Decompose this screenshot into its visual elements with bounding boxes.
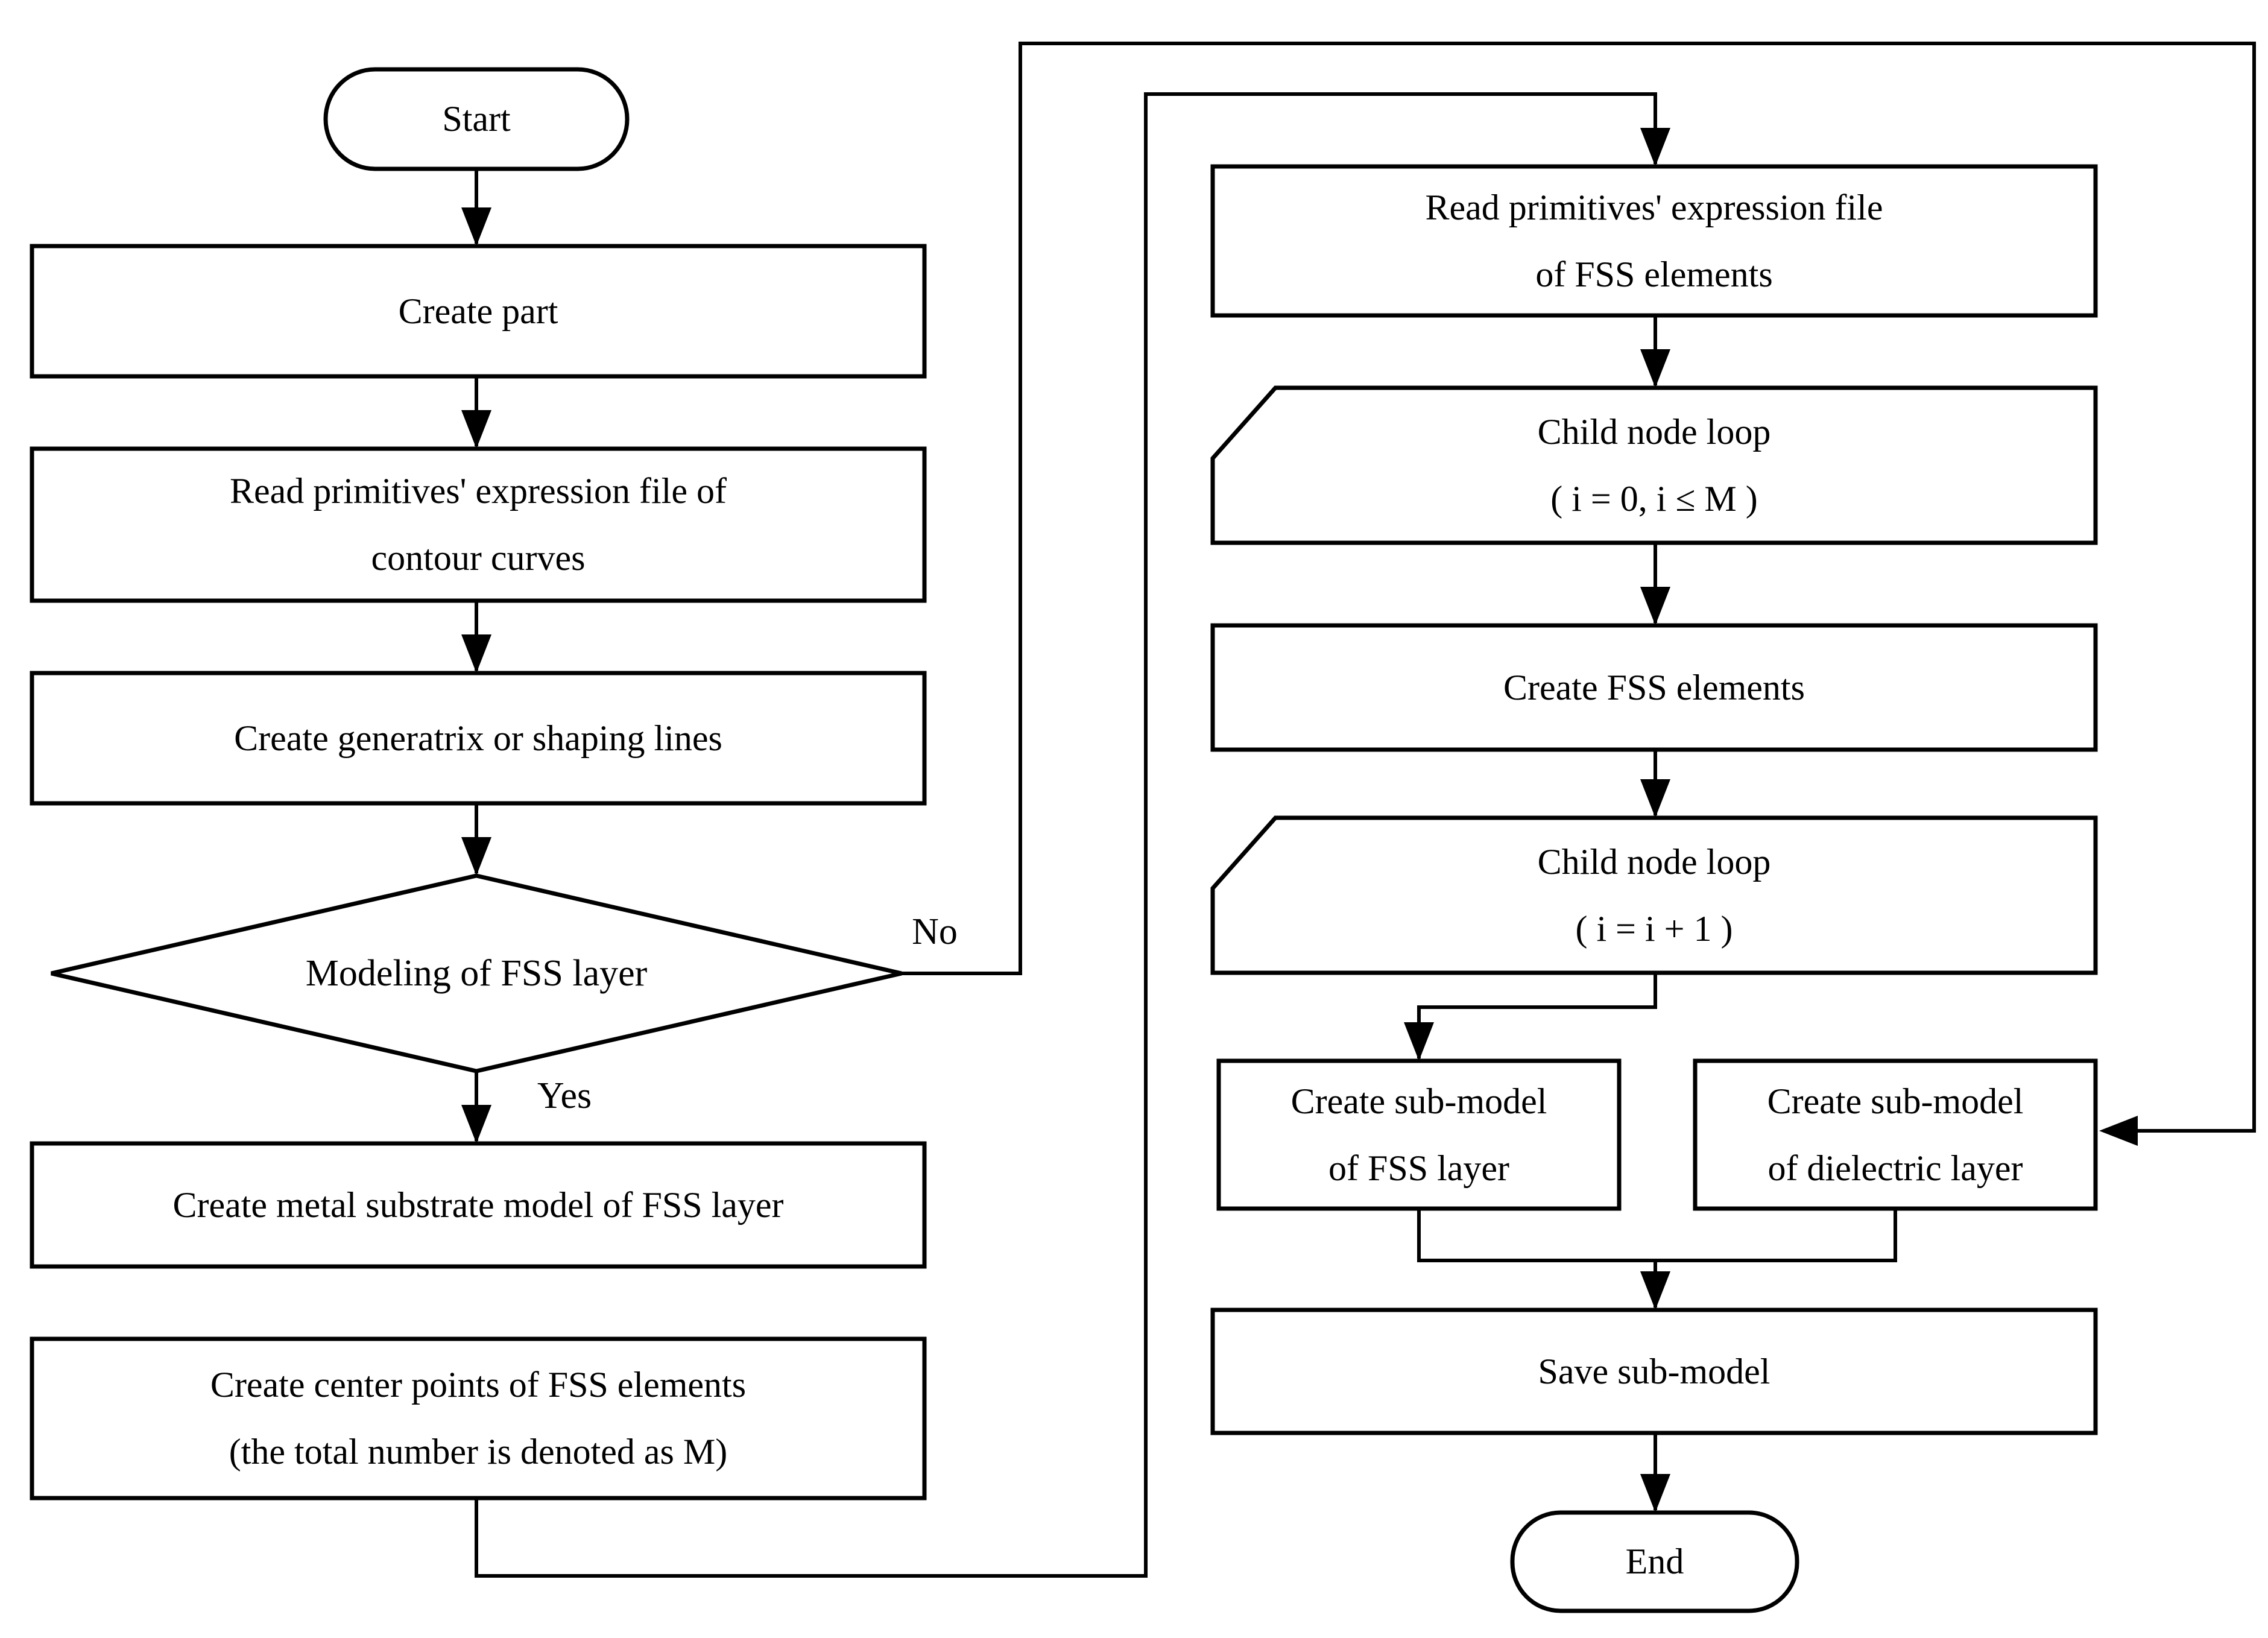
modeling-decision-label: Modeling of FSS layer: [305, 952, 648, 994]
edge-loop2-to-sub-fss: [1417, 973, 1657, 1058]
node-start-shape: [323, 67, 630, 171]
node-save-sub-model-shape: [1210, 1308, 2098, 1435]
sub-model-dielectric-label: Create sub-model of dielectric layer: [1767, 1081, 2024, 1188]
create-metal-substrate-label: Create metal substrate model of FSS laye…: [172, 1184, 784, 1225]
decision-no-label: No: [912, 911, 958, 952]
arrowhead-into-loop1: [1640, 349, 1670, 388]
save-sub-model-label: Save sub-model: [1538, 1351, 1770, 1391]
arrowhead-into-generatrix: [461, 634, 491, 673]
arrowhead-into-loop2: [1640, 779, 1670, 818]
arrowhead-into-create-fss: [1640, 587, 1670, 625]
edge-sub-dielectric-merge: [1655, 1209, 1897, 1262]
arrowhead-into-read-contour: [461, 410, 491, 449]
child-loop-2-label: Child node loop ( i = i + 1 ): [1537, 841, 1771, 949]
arrowhead-into-save: [1640, 1271, 1670, 1310]
node-create-metal-substrate-shape: [30, 1141, 927, 1269]
node-child-loop-2-shape: [1210, 815, 2098, 975]
edge-decision-no: [902, 42, 2256, 1133]
arrowhead-into-decision: [461, 837, 491, 876]
arrowhead-into-end: [1640, 1474, 1670, 1513]
edge-sub-fss-merge: [1417, 1209, 1655, 1262]
arrowhead-into-sub-dielectric: [2099, 1116, 2138, 1146]
node-end-shape: [1510, 1510, 1799, 1613]
child-loop-1-label: Child node loop ( i = 0, i ≤ M ): [1537, 411, 1771, 519]
end-label: End: [1625, 1542, 1684, 1581]
arrowhead-into-sub-fss: [1404, 1022, 1434, 1061]
flow-connectors: [475, 42, 2256, 1578]
sub-model-fss-label: Create sub-model of FSS layer: [1290, 1081, 1547, 1188]
arrowhead-into-metal-substrate: [461, 1105, 491, 1143]
arrowhead-into-read-fss: [1640, 128, 1670, 166]
create-generatrix-label: Create generatrix or shaping lines: [234, 718, 722, 758]
node-child-loop-1-shape: [1210, 385, 2098, 545]
start-label: Start: [442, 99, 511, 139]
create-part-label: Create part: [398, 291, 558, 331]
node-read-fss-shape: [1210, 164, 2098, 318]
node-sub-model-dielectric-shape: [1693, 1058, 2098, 1211]
node-create-fss-elements-shape: [1210, 623, 2098, 752]
arrowhead-into-create-part: [461, 207, 491, 246]
edge-center-points-return: [475, 92, 1657, 1578]
read-fss-label: Read primitives' expression file of FSS …: [1425, 187, 1883, 294]
read-contour-label: Read primitives' expression file of cont…: [230, 471, 727, 578]
node-sub-model-fss-shape: [1216, 1058, 1622, 1211]
create-center-points-label: Create center points of FSS elements (th…: [210, 1365, 747, 1472]
create-fss-elements-label: Create FSS elements: [1503, 667, 1805, 707]
node-create-generatrix-shape: [30, 671, 927, 806]
flow-arrowheads: [461, 128, 2138, 1513]
flow-node-shapes: [30, 67, 2098, 1613]
node-modeling-decision-shape: [51, 873, 902, 1074]
decision-yes-label: Yes: [537, 1075, 592, 1116]
node-create-center-points-shape: [30, 1336, 927, 1500]
node-read-contour-shape: [30, 446, 927, 603]
node-create-part-shape: [30, 244, 927, 379]
